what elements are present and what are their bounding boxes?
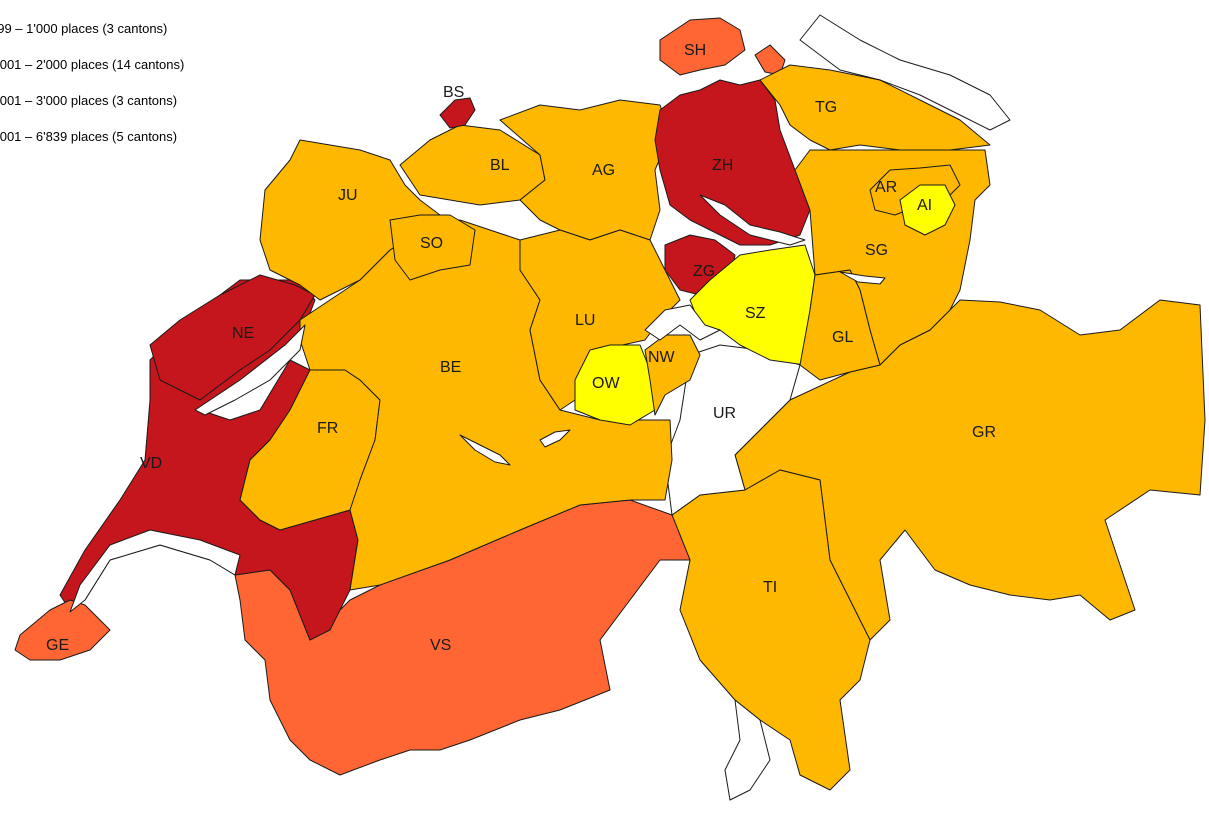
label-ur: UR xyxy=(713,405,736,422)
label-sz: SZ xyxy=(745,305,766,322)
lake-brienz xyxy=(539,429,571,448)
canton-nw[interactable] xyxy=(644,334,701,416)
lake-maggiore xyxy=(724,699,771,801)
label-ag: AG xyxy=(592,162,615,179)
label-so: SO xyxy=(420,235,443,252)
label-zg: ZG xyxy=(693,263,715,280)
canton-be[interactable] xyxy=(299,219,673,591)
lake-walen xyxy=(839,271,886,285)
lake-constance xyxy=(799,14,1011,131)
canton-ge[interactable] xyxy=(14,599,111,661)
label-ti: TI xyxy=(763,579,777,596)
label-tg: TG xyxy=(815,99,837,116)
label-vs: VS xyxy=(430,637,451,654)
label-sh: SH xyxy=(684,42,706,59)
label-zh: ZH xyxy=(712,157,733,174)
label-lu: LU xyxy=(575,312,595,329)
canton-vs[interactable] xyxy=(234,499,691,776)
label-gr: GR xyxy=(972,424,996,441)
label-ju: JU xyxy=(338,187,358,204)
label-ar: AR xyxy=(875,179,897,196)
label-vd: VD xyxy=(140,455,162,472)
legend-item-high: 2'001 – 3'000 places (3 cantons) xyxy=(0,82,184,118)
canton-sh-exclave[interactable] xyxy=(754,44,786,76)
legend-label: 3'001 – 6'839 places (5 cantons) xyxy=(0,128,178,144)
label-ge: GE xyxy=(46,637,69,654)
legend-item-mid: 1'001 – 2'000 places (14 cantons) xyxy=(0,46,184,82)
label-bl: BL xyxy=(490,157,510,174)
label-bs: BS xyxy=(443,84,464,101)
canton-ti[interactable] xyxy=(671,469,871,791)
legend-item-low: 299 – 1'000 places (3 cantons) xyxy=(0,10,184,46)
label-ow: OW xyxy=(592,375,620,392)
legend: 299 – 1'000 places (3 cantons) 1'001 – 2… xyxy=(0,10,184,154)
lake-neuchatel xyxy=(194,324,306,416)
lake-geneva xyxy=(69,529,241,613)
lake-lucerne xyxy=(644,304,721,341)
label-fr: FR xyxy=(317,420,338,437)
label-sg: SG xyxy=(865,242,888,259)
lake-thun xyxy=(459,434,511,466)
legend-item-top: 3'001 – 6'839 places (5 cantons) xyxy=(0,118,184,154)
lake-zurich xyxy=(699,194,806,246)
canton-sh[interactable] xyxy=(659,17,746,76)
legend-label: 299 – 1'000 places (3 cantons) xyxy=(0,20,168,36)
label-gl: GL xyxy=(832,329,853,346)
label-be: BE xyxy=(440,359,461,376)
label-ai: AI xyxy=(917,197,932,214)
canton-ai[interactable] xyxy=(899,184,956,236)
label-nw: NW xyxy=(648,349,676,366)
canton-bs[interactable] xyxy=(439,97,476,129)
canton-so[interactable] xyxy=(389,214,476,281)
legend-label: 1'001 – 2'000 places (14 cantons) xyxy=(0,56,185,72)
legend-label: 2'001 – 3'000 places (3 cantons) xyxy=(0,92,178,108)
label-ne: NE xyxy=(232,325,254,342)
